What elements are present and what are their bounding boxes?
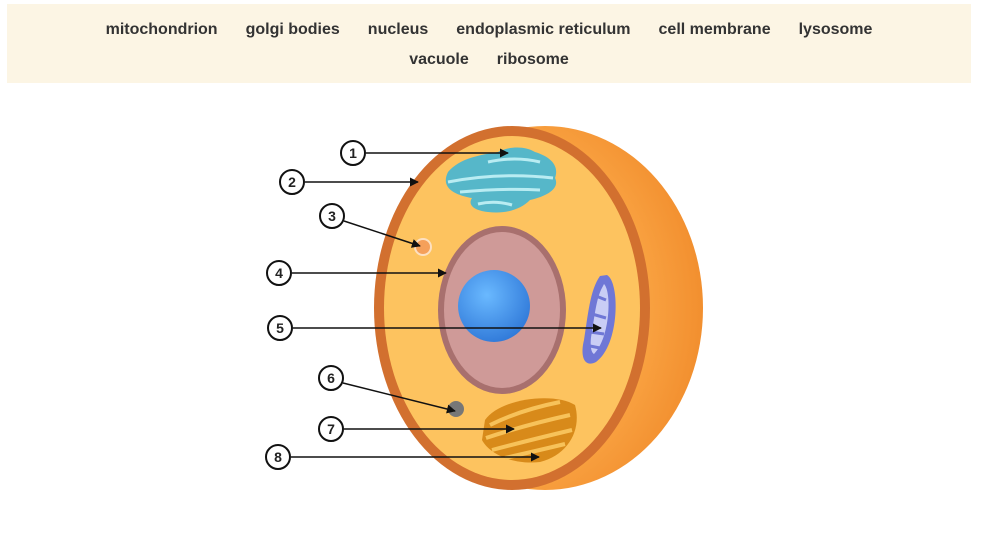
marker-label: 3 [328, 208, 336, 224]
marker-label: 6 [327, 370, 335, 386]
marker-7[interactable]: 7 [318, 416, 344, 442]
word-bank-row: vacuole ribosome [7, 51, 971, 69]
marker-label: 8 [274, 449, 282, 465]
mitochondrion-shape [582, 275, 616, 364]
lysosome-shape [414, 238, 432, 256]
marker-label: 1 [349, 145, 357, 161]
word-chip-endoplasmic-reticulum[interactable]: endoplasmic reticulum [456, 21, 631, 38]
marker-label: 4 [275, 265, 283, 281]
marker-1[interactable]: 1 [340, 140, 366, 166]
marker-5[interactable]: 5 [267, 315, 293, 341]
word-chip-cell-membrane[interactable]: cell membrane [658, 21, 771, 38]
word-chip-golgi-bodies[interactable]: golgi bodies [245, 21, 340, 38]
marker-3[interactable]: 3 [319, 203, 345, 229]
word-chip-ribosome[interactable]: ribosome [496, 51, 569, 68]
marker-label: 7 [327, 421, 335, 437]
marker-6[interactable]: 6 [318, 365, 344, 391]
ribosome-shape [448, 401, 464, 417]
word-bank-row: mitochondrion golgi bodies nucleus endop… [7, 21, 971, 39]
marker-4[interactable]: 4 [266, 260, 292, 286]
nucleolus [458, 270, 530, 342]
marker-8[interactable]: 8 [265, 444, 291, 470]
word-chip-mitochondrion[interactable]: mitochondrion [105, 21, 218, 38]
word-chip-nucleus[interactable]: nucleus [367, 21, 429, 38]
word-bank: mitochondrion golgi bodies nucleus endop… [7, 4, 971, 83]
marker-label: 2 [288, 174, 296, 190]
endoplasmic-reticulum-shape [445, 147, 557, 213]
marker-label: 5 [276, 320, 284, 336]
word-chip-vacuole[interactable]: vacuole [409, 51, 469, 68]
word-chip-lysosome[interactable]: lysosome [798, 21, 873, 38]
marker-2[interactable]: 2 [279, 169, 305, 195]
